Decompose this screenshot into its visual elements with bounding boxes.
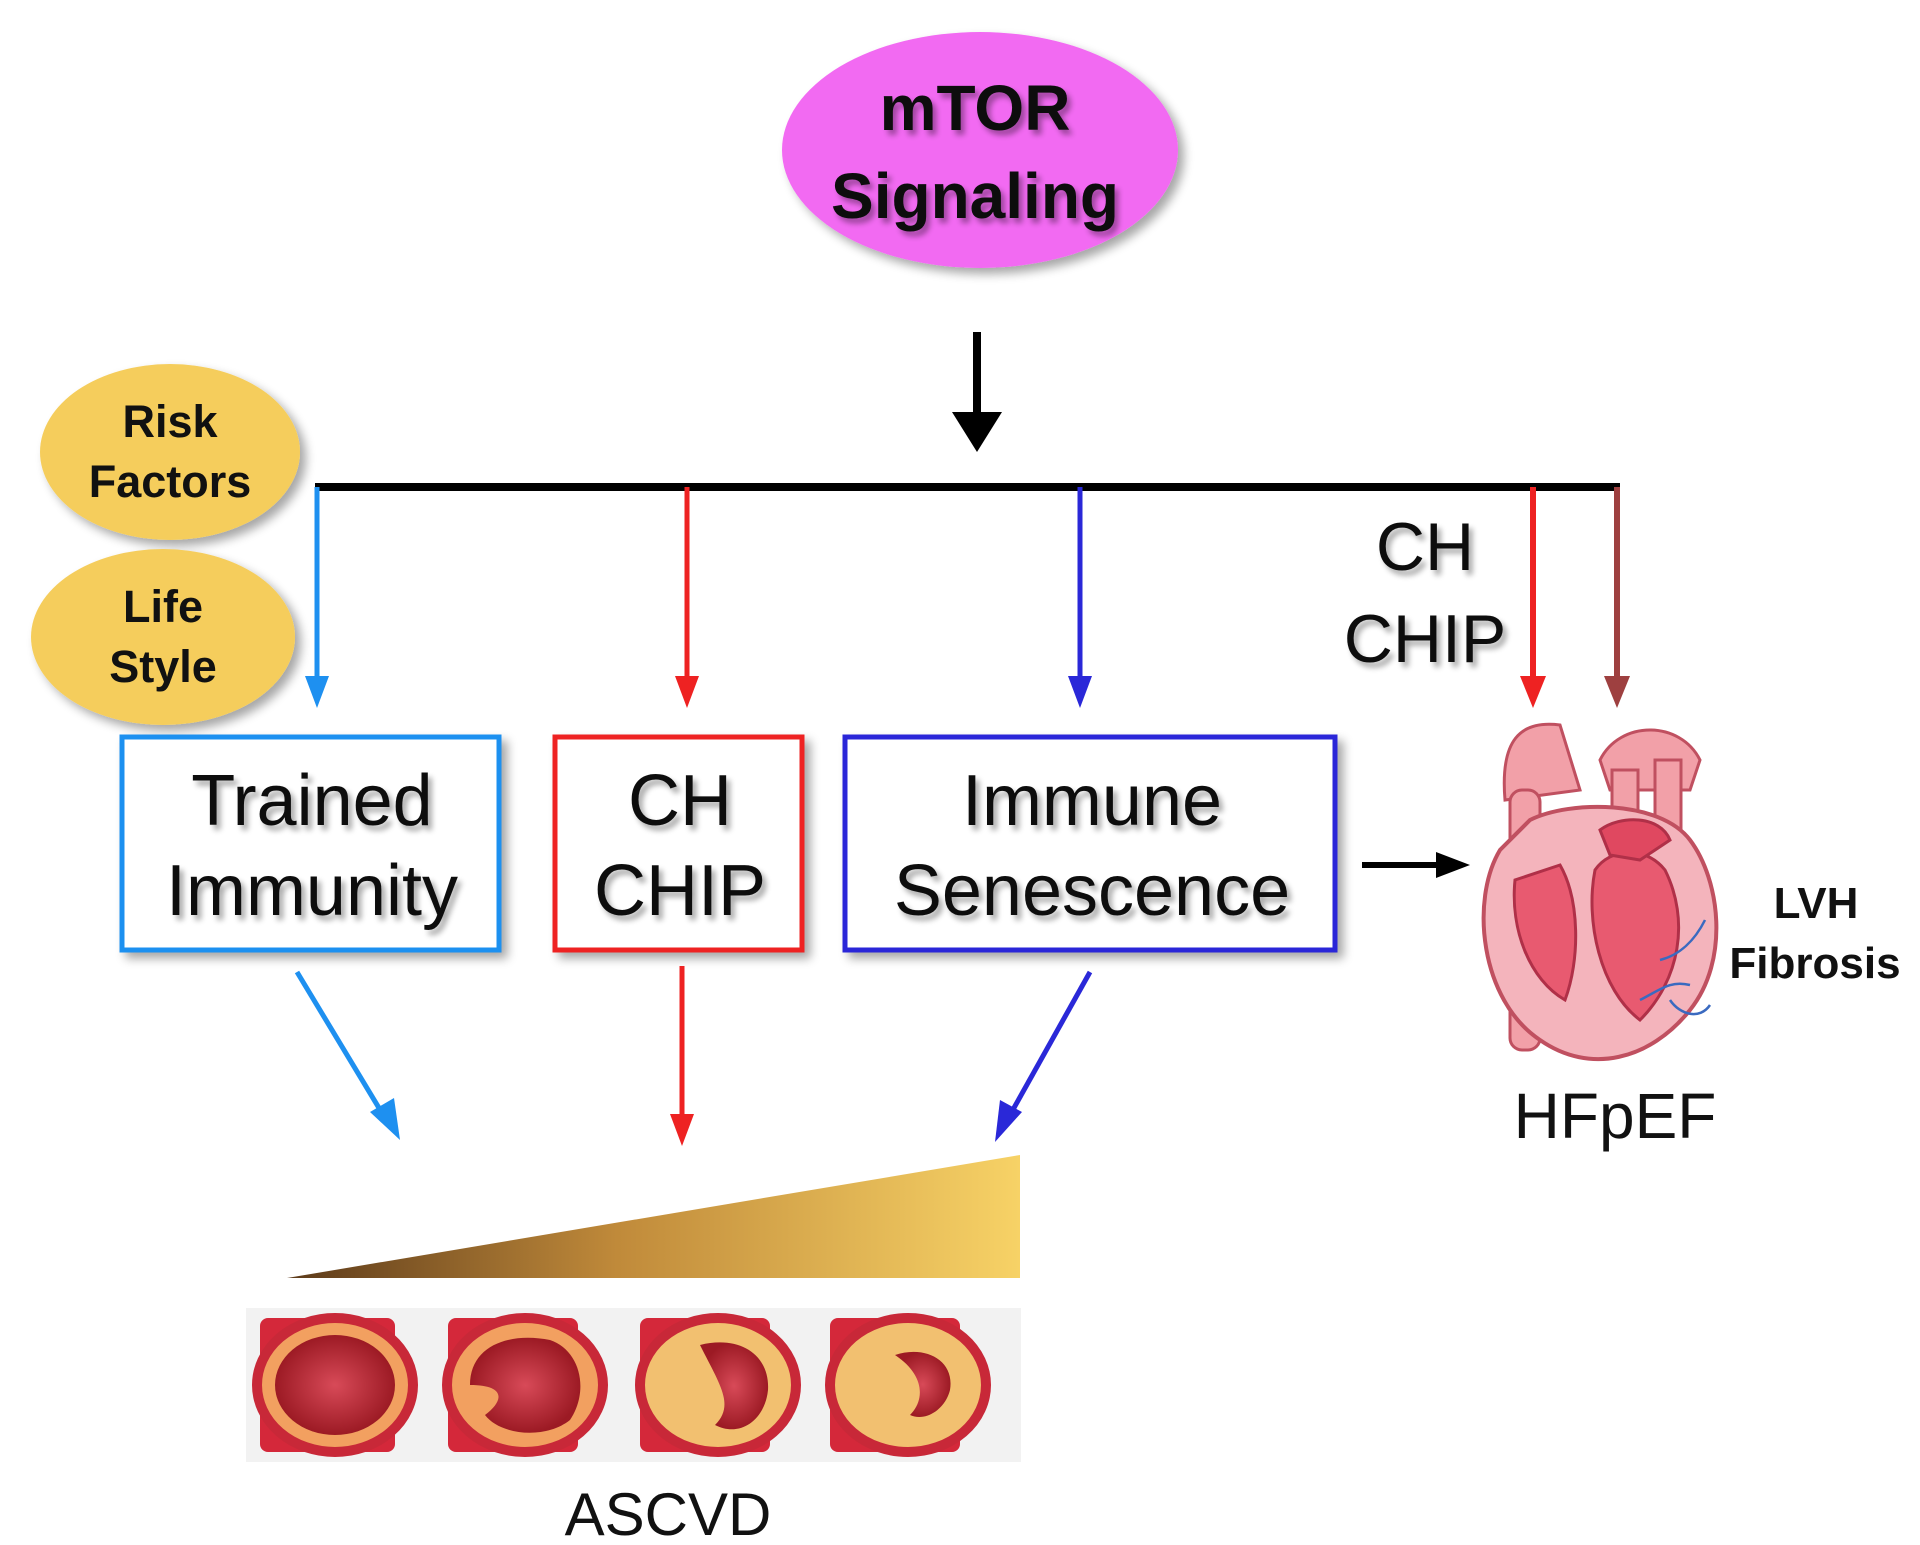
immune-label: Immune (962, 761, 1222, 841)
vessel-progression-strip (246, 1308, 1021, 1462)
senescence-label: Senescence (894, 851, 1290, 931)
immune-senescence-box: Immune Senescence (842, 734, 1338, 953)
chip-label: CHIP (594, 851, 766, 931)
risk-factors-node: Risk Factors (40, 364, 300, 540)
hfpef-ch-label: CH (1376, 509, 1474, 585)
fibrosis-label: Fibrosis (1729, 939, 1900, 988)
arrow-chchip-to-ascvd (670, 966, 694, 1146)
lvh-label: LVH (1774, 879, 1859, 928)
mtor-signaling-node: mTOR Signaling (782, 32, 1178, 268)
arrow-senescence-to-ascvd (995, 970, 1093, 1142)
arrow-senescence-to-heart (1362, 852, 1470, 878)
ascvd-label: ASCVD (565, 1481, 772, 1545)
arrow-to-ch-chip (675, 487, 699, 708)
heart-illustration (1481, 722, 1719, 1062)
mtor-label: mTOR (880, 72, 1071, 144)
ch-chip-box: CH CHIP (552, 734, 805, 953)
style-label: Style (109, 641, 217, 692)
trained-label: Trained (191, 761, 432, 841)
signaling-label: Signaling (831, 160, 1119, 232)
vessel-moderate-plaque (635, 1313, 801, 1457)
arrow-to-immune-senescence (1068, 487, 1092, 708)
arrow-ch-chip-to-heart (1520, 487, 1546, 708)
arrow-to-trained-immunity (305, 487, 329, 708)
progression-wedge (287, 1155, 1020, 1278)
lifestyle-node: Life Style (31, 549, 295, 725)
hfpef-label: HFpEF (1514, 1080, 1717, 1152)
vessel-healthy (252, 1313, 418, 1457)
vessel-severe-plaque (825, 1313, 991, 1457)
ch-label: CH (628, 761, 732, 841)
factors-label: Factors (89, 456, 252, 507)
arrow-brown-to-heart (1604, 487, 1630, 708)
hfpef-chip-label: CHIP (1344, 601, 1506, 677)
risk-label: Risk (122, 396, 218, 447)
vessel-mild-plaque (442, 1313, 608, 1457)
immunity-label: Immunity (166, 851, 458, 931)
trained-immunity-box: Trained Immunity (119, 734, 502, 953)
life-label: Life (123, 581, 203, 632)
arrow-trained-to-ascvd (294, 970, 400, 1140)
main-down-arrow (952, 332, 1002, 452)
